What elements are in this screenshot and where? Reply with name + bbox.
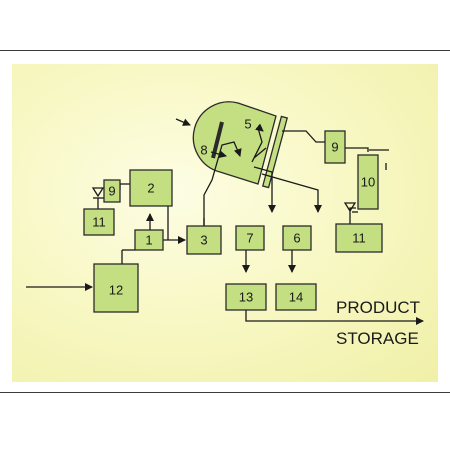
storage-label: STORAGE [336, 329, 419, 348]
svg-text:12: 12 [109, 283, 123, 298]
svg-text:11: 11 [352, 231, 366, 246]
reactor-inlet [175, 118, 191, 126]
svg-text:2: 2 [147, 181, 154, 196]
product-label: PRODUCT [336, 298, 420, 317]
svg-text:3: 3 [200, 233, 207, 248]
block-2: 2 [129, 169, 173, 207]
block-7: 7 [235, 225, 265, 251]
label-8-pointer [210, 150, 227, 159]
line-11-to-10 [349, 207, 356, 224]
block-12: 12 [93, 263, 139, 313]
line-13-to-storage [245, 310, 424, 325]
line-into-reactor [233, 148, 242, 157]
reactor-flange [261, 115, 289, 189]
svg-text:11: 11 [92, 215, 106, 230]
valve-left [91, 187, 105, 198]
reactor-internal-agitator [251, 127, 267, 163]
valve-right [343, 202, 357, 213]
block-1: 1 [134, 229, 164, 251]
line-reactor-to-9 [282, 130, 325, 143]
block-14: 14 [275, 283, 317, 311]
line-3-to-reactor [203, 141, 241, 226]
block-9-right: 9 [324, 130, 346, 164]
svg-text:6: 6 [293, 231, 300, 246]
reactor-internal-plate [211, 121, 224, 159]
label-5: 5 [244, 117, 251, 132]
svg-text:1: 1 [145, 233, 152, 248]
svg-text:7: 7 [246, 231, 253, 246]
line-reactor-to-6 [261, 173, 322, 213]
top-rule [0, 50, 450, 51]
label-5-pointer [255, 123, 264, 132]
svg-text:9: 9 [108, 184, 115, 199]
block-11-left: 11 [83, 208, 115, 236]
block-11-right: 11 [335, 223, 383, 253]
block-13: 13 [225, 283, 267, 311]
line-reactor-to-7 [253, 166, 276, 213]
block-9-left: 9 [103, 179, 121, 203]
line-9-to-10 [345, 147, 369, 152]
svg-text:14: 14 [289, 290, 303, 305]
block-3: 3 [186, 225, 222, 255]
svg-text:10: 10 [361, 175, 375, 190]
block-10: 10 [357, 154, 379, 210]
bottom-rule [0, 392, 450, 393]
svg-text:13: 13 [239, 290, 253, 305]
label-8: 8 [200, 143, 207, 158]
block-6: 6 [282, 225, 312, 251]
svg-text:9: 9 [331, 140, 338, 155]
